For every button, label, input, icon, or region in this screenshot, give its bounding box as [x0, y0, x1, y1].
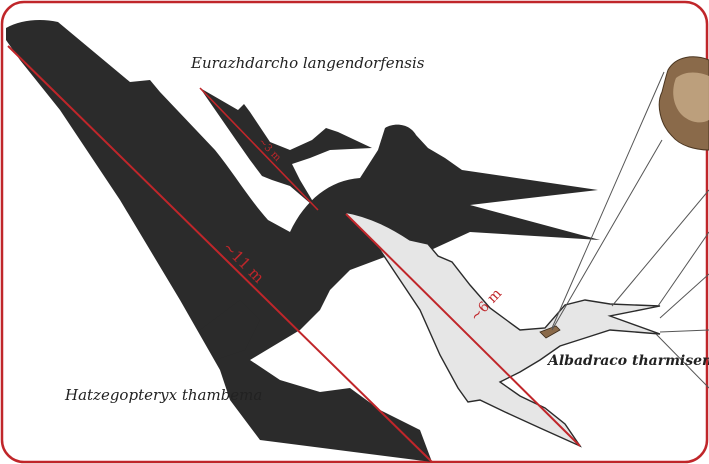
- eurazhdarcho-name-label: Eurazhdarcho langendorfensis: [190, 54, 425, 72]
- hatzegopteryx-name-label: Hatzegopteryx thambema: [64, 386, 262, 404]
- albadraco-name-label: Albadraco tharmisensis: [546, 353, 709, 369]
